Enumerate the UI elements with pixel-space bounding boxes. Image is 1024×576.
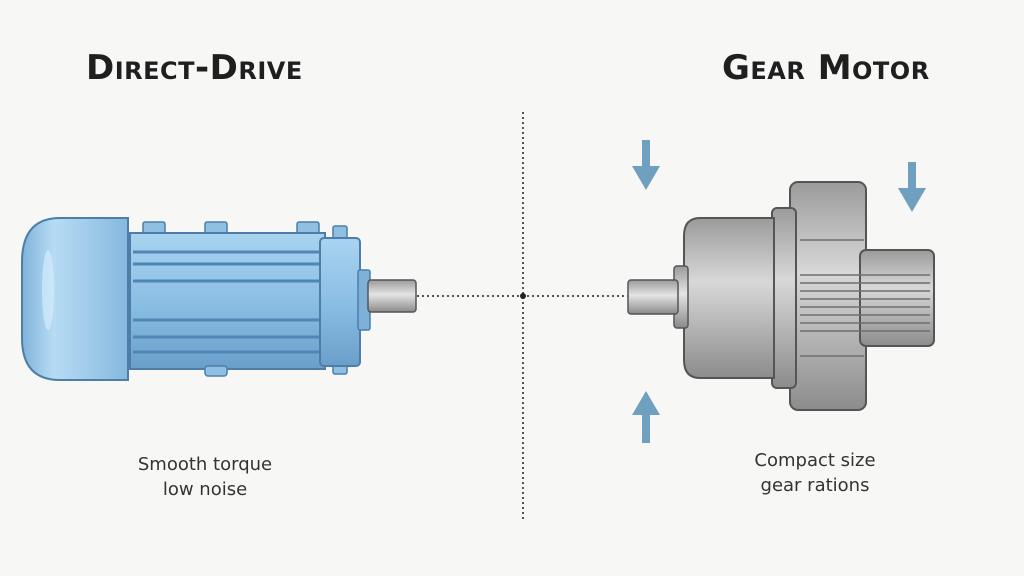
- caption-line: Smooth torque: [137, 454, 273, 475]
- direct-drive-motor-icon: [21, 217, 417, 381]
- arrow-down-icon: [632, 140, 660, 190]
- caption-line: gear rations: [760, 475, 870, 496]
- gear-motor-title: Gear Motor: [722, 48, 930, 88]
- gear-motor-caption: Compact size gear rations: [725, 448, 905, 498]
- shaft-axis-line: [412, 293, 632, 299]
- direct-drive-caption: Smooth torque low noise: [110, 452, 300, 502]
- gear-motor-icon: [627, 181, 935, 411]
- direct-drive-title: Direct-Drive: [86, 48, 303, 88]
- arrow-up-icon: [632, 391, 660, 443]
- arrow-down-icon: [898, 162, 926, 212]
- caption-line: Compact size: [754, 450, 876, 471]
- caption-line: low noise: [162, 479, 248, 500]
